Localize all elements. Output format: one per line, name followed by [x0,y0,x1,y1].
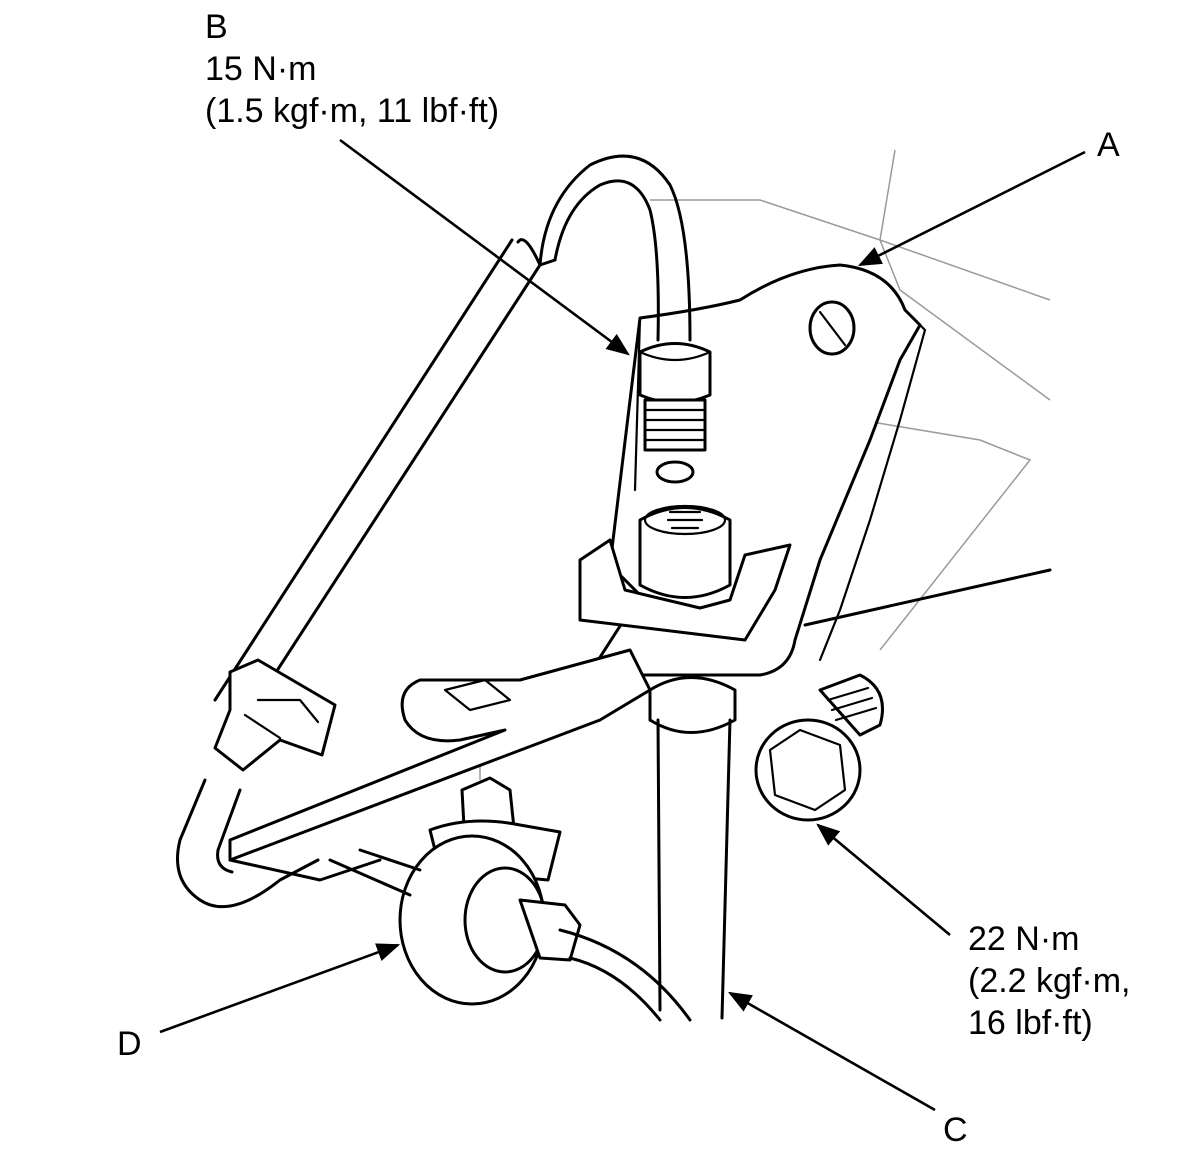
bolt-torque-alt-2: 16 lbf·ft) [968,1004,1093,1042]
callout-a-letter: A [1097,126,1120,164]
lower-plate [228,648,652,882]
callout-d-letter: D [117,1025,142,1063]
bolt-torque-alt-1: (2.2 kgf·m, [968,962,1131,1000]
flare-nut-b [538,154,712,484]
callout-b-torque-alt: (1.5 kgf·m, 11 lbf·ft) [205,92,500,130]
callout-leaders [159,138,1086,1112]
fitting-seat [578,504,792,642]
callout-c-letter: C [943,1111,968,1149]
brake-pipe-diagonal [176,238,542,909]
callout-b-torque: 15 N·m [205,50,317,88]
bolt-torque: 22 N·m [968,920,1080,958]
brake-hose-c [648,676,737,1020]
callout-b-letter: B [205,8,228,46]
pipe-clip [213,658,337,772]
flange-bolt [754,673,884,822]
harness-clip-d [328,776,692,1022]
